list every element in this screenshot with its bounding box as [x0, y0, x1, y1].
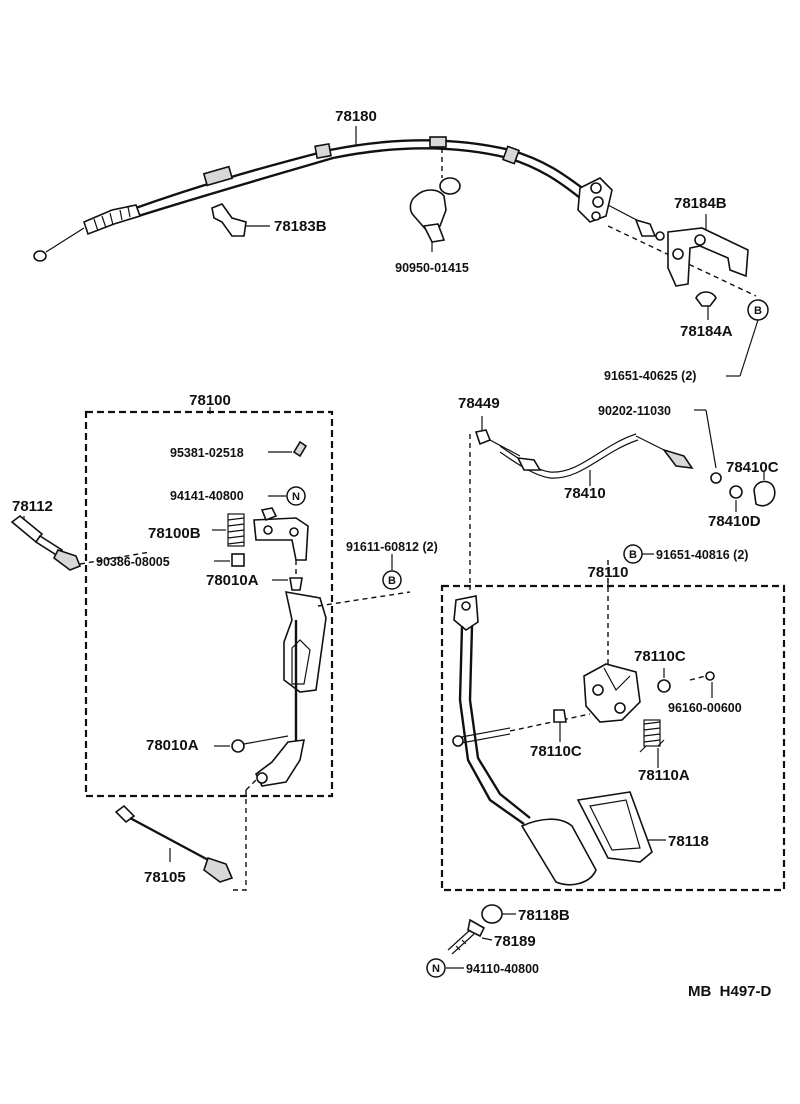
label-91651-40816: 91651-40816 (2) [656, 548, 748, 562]
label-78118: 78118 [668, 833, 709, 850]
label-78010a-bottom: 78010A [146, 737, 199, 754]
diagram-id: MB H497-D [688, 983, 772, 1000]
accelerator-cable-assembly [33, 126, 769, 377]
rod-78112 [10, 514, 151, 571]
mark-b-pedal: B [629, 549, 637, 561]
label-78189: 78189 [494, 933, 536, 950]
label-78184a: 78184A [680, 323, 733, 340]
label-78180: 78180 [335, 108, 377, 125]
label-78118b: 78118B [518, 907, 570, 924]
label-78110a: 78110A [638, 767, 690, 784]
label-78112: 78112 [12, 498, 53, 515]
label-90202-11030: 90202-11030 [598, 404, 671, 418]
pedal-assembly-box [440, 584, 786, 892]
label-78183b: 78183B [274, 218, 327, 235]
label-78110c-bottom: 78110C [530, 743, 582, 760]
pedal-cable-parts [469, 409, 776, 590]
pedal-assembly-parts [452, 595, 715, 886]
rod-78105 [114, 779, 257, 891]
link-assembly-box [84, 410, 334, 798]
label-95381-02518: 95381-02518 [170, 446, 244, 460]
label-91651-40625: 91651-40625 (2) [604, 369, 696, 383]
label-78105: 78105 [144, 869, 186, 886]
label-78010a-top: 78010A [206, 572, 259, 589]
label-94110-40800: 94110-40800 [466, 962, 539, 976]
label-78410d: 78410D [708, 513, 761, 530]
mark-n-bottom: N [432, 963, 440, 975]
label-94141-40800: 94141-40800 [170, 489, 244, 503]
label-78410c: 78410C [726, 459, 779, 476]
label-78110c-top: 78110C [634, 648, 686, 665]
label-78184b: 78184B [674, 195, 727, 212]
label-96160-00600: 96160-00600 [668, 701, 742, 715]
label-78449: 78449 [458, 395, 500, 412]
mark-b-link: B [388, 575, 396, 587]
mark-n-link: N [292, 491, 300, 503]
label-78410: 78410 [564, 485, 606, 502]
link-assembly-parts [212, 440, 411, 787]
label-78100: 78100 [189, 392, 231, 409]
stopper-parts [426, 904, 516, 978]
label-91611-60812: 91611-60812 (2) [346, 540, 438, 554]
label-78100b: 78100B [148, 525, 201, 542]
label-90950-01415: 90950-01415 [395, 261, 469, 275]
mark-b-top: B [754, 305, 762, 317]
label-90386-08005: 90386-08005 [96, 555, 170, 569]
